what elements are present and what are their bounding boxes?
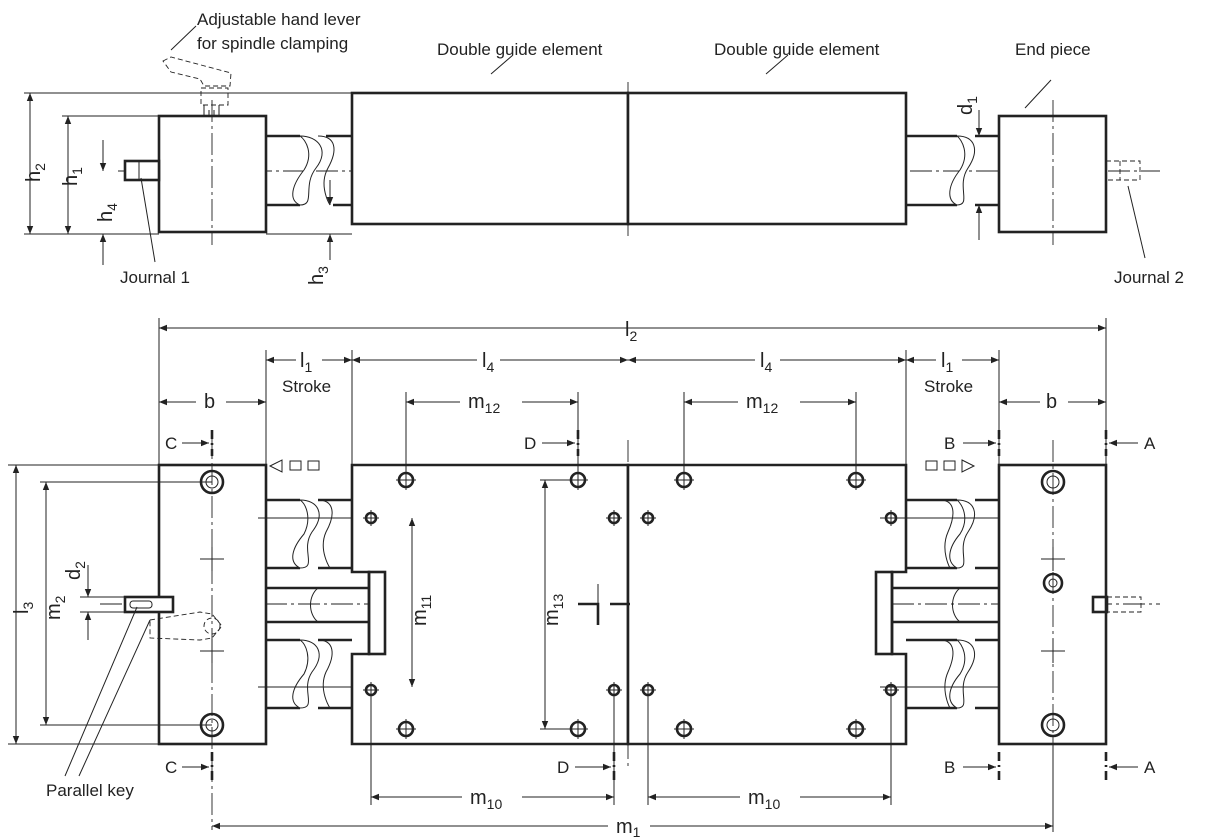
hand-lever-label-1: Adjustable hand lever <box>197 10 361 29</box>
dim-d2: d2 <box>63 561 88 580</box>
left-block-top <box>157 463 268 746</box>
dim-m10-left: m10 <box>470 787 502 812</box>
stroke-label-left: Stroke <box>282 377 331 396</box>
journal-1-label: Journal 1 <box>120 268 190 287</box>
section-a-top: A <box>1144 434 1156 453</box>
section-d-bottom: D <box>557 758 569 777</box>
hand-lever <box>162 56 232 116</box>
dim-l4-left: l4 <box>482 350 494 375</box>
top-view <box>8 318 1160 832</box>
section-b-top: B <box>944 434 955 453</box>
guide-1-holes <box>363 470 622 739</box>
end-piece-label: End piece <box>1015 40 1091 59</box>
section-a-bottom: A <box>1144 758 1156 777</box>
journal-2-label: Journal 2 <box>1114 268 1184 287</box>
guide-2-holes <box>640 470 899 739</box>
dim-d1: d1 <box>955 96 980 115</box>
journal-2 <box>1105 160 1141 181</box>
side-view <box>24 25 1160 265</box>
left-shaft-side <box>266 134 352 207</box>
end-piece-side <box>997 114 1108 234</box>
double-guide-element-2-side <box>626 91 908 226</box>
dim-m11: m11 <box>409 595 434 626</box>
parallel-key <box>123 595 175 614</box>
dim-m13: m13 <box>541 594 566 626</box>
hand-lever-label-2: for spindle clamping <box>197 34 348 53</box>
section-c-top: C <box>165 434 177 453</box>
stroke-label-right: Stroke <box>924 377 973 396</box>
dim-l1-left: l1 <box>300 350 312 375</box>
double-guide-element-1-side <box>350 91 630 226</box>
dim-m12-left: m12 <box>468 391 500 416</box>
stroke-direction-left-icon <box>268 459 320 473</box>
dim-h2: h2 <box>23 163 48 182</box>
right-shaft-side <box>906 134 999 207</box>
journal-1 <box>123 159 161 182</box>
dim-l4-right: l4 <box>760 350 772 375</box>
parallel-key-label: Parallel key <box>46 781 134 800</box>
section-c-bottom: C <box>165 758 177 777</box>
stroke-direction-right-icon <box>925 459 976 473</box>
double-guide-label-2: Double guide element <box>714 40 880 59</box>
section-b-bottom: B <box>944 758 955 777</box>
dim-l2: l2 <box>625 319 637 344</box>
dim-m2: m2 <box>43 595 68 620</box>
hand-lever-plan <box>149 611 223 641</box>
dim-m12-right: m12 <box>746 391 778 416</box>
left-block-side <box>157 114 268 234</box>
dim-b-left: b <box>204 391 215 413</box>
right-shafts-top <box>880 498 1008 710</box>
end-piece-screws <box>1040 469 1066 738</box>
double-guide-label-1: Double guide element <box>437 40 603 59</box>
dim-b-right: b <box>1046 391 1057 413</box>
dim-h3: h3 <box>306 266 331 285</box>
dim-l1-right: l1 <box>941 350 953 375</box>
dim-m1: m1 <box>616 816 641 837</box>
dim-h1: h1 <box>60 167 85 186</box>
left-shafts-top <box>258 498 412 710</box>
section-d-top: D <box>524 434 536 453</box>
double-guide-element-2-top <box>626 463 908 746</box>
end-piece-top <box>997 463 1108 746</box>
dim-m10-right: m10 <box>748 787 780 812</box>
dim-l3: l3 <box>11 602 36 614</box>
dim-h4: h4 <box>95 203 120 222</box>
